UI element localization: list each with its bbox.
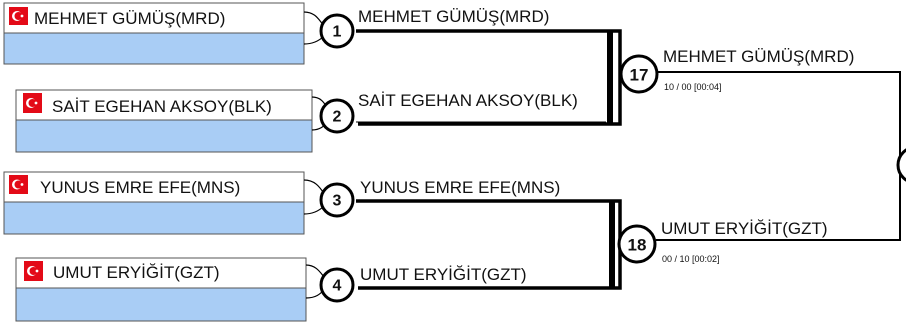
- entry-card-3[interactable]: YUNUS EMRE EFE(MNS): [3, 171, 305, 235]
- turkey-flag-icon: [9, 175, 28, 194]
- svg-text:17: 17: [630, 66, 649, 85]
- card-connectors: [303, 11, 331, 299]
- entry-name: UMUT ERYİĞİT(GZT): [53, 263, 220, 282]
- entry-name: MEHMET GÜMÜŞ(MRD): [34, 9, 225, 28]
- semifinal-score-17: 10 / 00 [00:04]: [664, 82, 722, 92]
- semifinal-winner-18: UMUT ERYİĞİT(GZT): [661, 219, 828, 238]
- round1-winner-3: YUNUS EMRE EFE(MNS): [360, 178, 560, 197]
- svg-text:18: 18: [628, 236, 647, 255]
- match-badge-2[interactable]: 2: [319, 98, 355, 134]
- turkey-flag-icon: [23, 93, 42, 113]
- entry-name: SAİT EGEHAN AKSOY(BLK): [52, 97, 272, 116]
- entry-name: YUNUS EMRE EFE(MNS): [40, 178, 240, 197]
- match-badge-18[interactable]: 18: [617, 224, 657, 264]
- entry-card-4[interactable]: UMUT ERYİĞİT(GZT): [15, 257, 307, 322]
- semifinal-score-18: 00 / 10 [00:02]: [662, 254, 720, 264]
- entry-card-1[interactable]: MEHMET GÜMÜŞ(MRD): [3, 2, 305, 65]
- entry-card-2[interactable]: SAİT EGEHAN AKSOY(BLK): [15, 89, 313, 153]
- match-badge-17[interactable]: 17: [619, 54, 659, 94]
- svg-text:2: 2: [333, 109, 342, 126]
- match-badge-4[interactable]: 4: [319, 267, 355, 303]
- final-match-badge[interactable]: [896, 147, 906, 183]
- match-badge-3[interactable]: 3: [319, 182, 355, 218]
- round1-winner-1: MEHMET GÜMÜŞ(MRD): [358, 7, 549, 26]
- semifinal-winner-17: MEHMET GÜMÜŞ(MRD): [663, 47, 854, 66]
- turkey-flag-icon: [24, 261, 43, 281]
- round1-winner-4: UMUT ERYİĞİT(GZT): [360, 265, 527, 284]
- turkey-flag-icon: [9, 7, 28, 25]
- svg-text:3: 3: [333, 193, 342, 210]
- round1-winner-2: SAİT EGEHAN AKSOY(BLK): [358, 91, 578, 110]
- svg-text:1: 1: [333, 24, 342, 41]
- match-badge-1[interactable]: 1: [319, 13, 355, 49]
- svg-text:4: 4: [333, 278, 342, 295]
